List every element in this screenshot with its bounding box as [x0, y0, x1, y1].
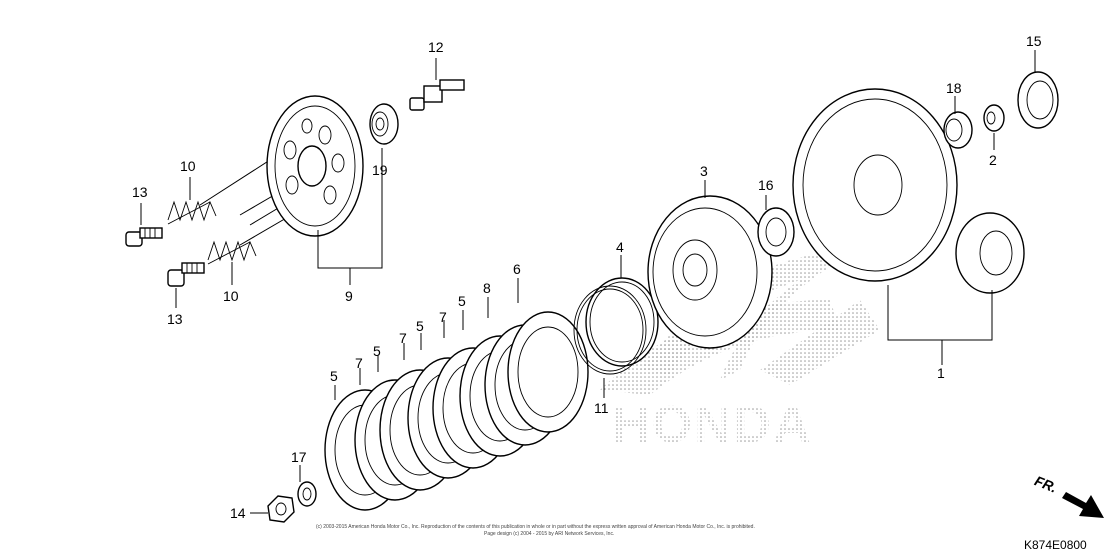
- callout-18: 18: [946, 80, 962, 96]
- spring-10-lower: [207, 240, 257, 265]
- honda-wordmark: HONDA: [612, 396, 813, 454]
- washer-17: [297, 481, 317, 507]
- clutch-outer-basket-1: [792, 88, 958, 282]
- callout-7-c: 7: [355, 355, 363, 371]
- callout-13-lower: 13: [167, 311, 183, 327]
- callout-17: 17: [291, 449, 307, 465]
- clutch-center-3: [647, 195, 773, 349]
- callout-6: 6: [513, 261, 521, 277]
- pressure-plate-9: [266, 95, 364, 237]
- callout-1: 1: [937, 365, 945, 381]
- needle-bearing-18: [943, 111, 973, 149]
- copyright-line-1: (c) 2003-2015 American Honda Motor Co., …: [316, 524, 755, 530]
- thrust-washer-15: [1017, 71, 1059, 129]
- copyright-line-2: Page design (c) 2004 - 2015 by ARI Netwo…: [484, 531, 614, 537]
- bolt-13-lower: [167, 262, 205, 287]
- callout-15: 15: [1026, 33, 1042, 49]
- nut-14: [267, 495, 295, 523]
- callout-5-c: 5: [373, 343, 381, 359]
- front-arrow-indicator: FR.: [1032, 472, 1104, 518]
- primary-gear: [955, 212, 1025, 294]
- callout-14: 14: [230, 505, 246, 521]
- callout-2: 2: [989, 152, 997, 168]
- callout-5-b: 5: [416, 318, 424, 334]
- callout-13-upper: 13: [132, 184, 148, 200]
- front-arrow-icon: [1062, 492, 1104, 518]
- callout-3: 3: [700, 163, 708, 179]
- callout-7-a: 7: [439, 309, 447, 325]
- callout-4: 4: [616, 239, 624, 255]
- collar-2: [983, 104, 1005, 132]
- callout-19: 19: [372, 162, 388, 178]
- circlip-11: [573, 285, 647, 375]
- callout-12: 12: [428, 39, 444, 55]
- bolt-13-upper: [125, 227, 163, 247]
- callout-8: 8: [483, 280, 491, 296]
- clutch-disc-stack: [324, 311, 589, 511]
- callout-11: 11: [594, 400, 609, 416]
- diagram-code: K874E0800: [1024, 538, 1087, 552]
- lifter-rod-12: [409, 79, 465, 111]
- callout-7-b: 7: [399, 330, 407, 346]
- ring-4: [585, 277, 659, 367]
- callout-10-lower: 10: [223, 288, 239, 304]
- callout-16: 16: [758, 177, 774, 193]
- spring-10-upper: [167, 200, 217, 225]
- front-label: FR.: [1032, 472, 1059, 495]
- callout-9: 9: [345, 288, 353, 304]
- callout-10-upper: 10: [180, 158, 196, 174]
- washer-16: [757, 207, 795, 257]
- callout-5-d: 5: [330, 368, 338, 384]
- bearing-19: [369, 103, 399, 145]
- callout-5-a: 5: [458, 293, 466, 309]
